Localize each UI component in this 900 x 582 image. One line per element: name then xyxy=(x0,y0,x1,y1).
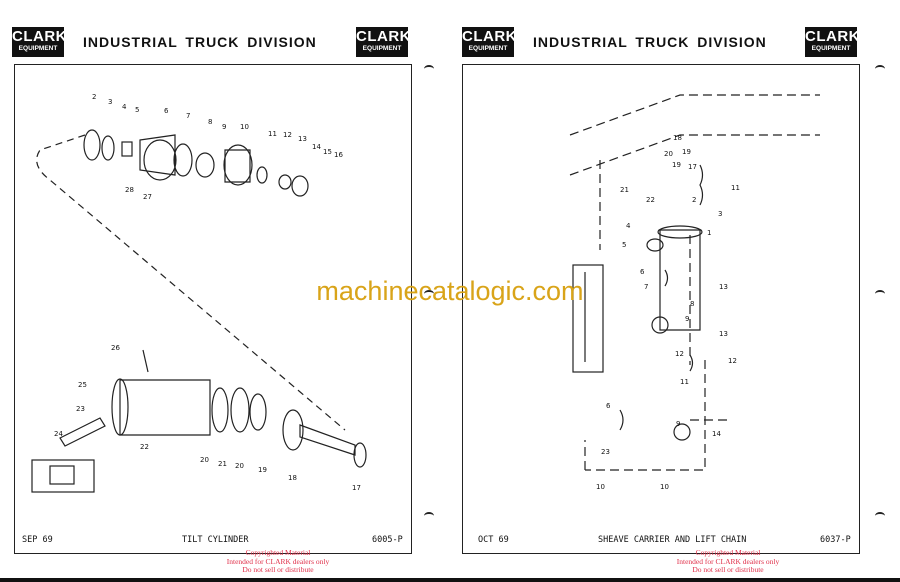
page-header-left: INDUSTRIAL TRUCK DIVISION xyxy=(83,34,317,50)
callout-number: 11 xyxy=(680,378,689,386)
logo-subtext: EQUIPMENT xyxy=(362,45,402,52)
callout-number: 3 xyxy=(108,98,113,106)
bottom-border xyxy=(0,578,900,582)
callout-number: 17 xyxy=(688,163,697,171)
callout-number: 8 xyxy=(690,300,695,308)
callout-number: 4 xyxy=(122,103,127,111)
callout-number: 18 xyxy=(288,474,297,482)
callout-number: 22 xyxy=(140,443,149,451)
logo-subtext: EQUIPMENT xyxy=(18,45,58,52)
callout-number: 2 xyxy=(692,196,697,204)
page-header-right: INDUSTRIAL TRUCK DIVISION xyxy=(533,34,767,50)
page-title-right: SHEAVE CARRIER AND LIFT CHAIN xyxy=(598,535,747,545)
callout-number: 23 xyxy=(76,405,85,413)
watermark: machinecatalogic.com xyxy=(316,276,584,306)
callout-number: 18 xyxy=(673,134,682,142)
logo-subtext: EQUIPMENT xyxy=(811,45,851,52)
copyright-line: Do not sell or distribute xyxy=(242,565,314,574)
callout-number: 2 xyxy=(92,93,97,101)
logo-text: CLARK xyxy=(805,28,857,45)
callout-number: 6 xyxy=(164,107,169,115)
copyright-line: Intended for CLARK dealers only xyxy=(226,556,330,566)
page-frame-left xyxy=(14,64,412,554)
callout-number: 20 xyxy=(200,456,209,464)
copyright-line: Do not sell or distribute xyxy=(692,565,764,574)
callout-number: 23 xyxy=(601,448,610,456)
callout-number: 1 xyxy=(707,229,712,237)
callout-number: 21 xyxy=(218,460,227,468)
copyright-notice-right: Copyrighted Material Intended for CLARK … xyxy=(638,548,818,575)
logo-text: CLARK xyxy=(462,28,514,45)
binder-hole xyxy=(424,512,434,520)
binder-hole xyxy=(875,512,885,520)
callout-number: 19 xyxy=(682,148,691,156)
callout-number: 24 xyxy=(54,430,63,438)
page-code-right: 6037-P xyxy=(820,535,851,545)
callout-number: 26 xyxy=(111,344,120,352)
callout-number: 5 xyxy=(135,106,140,114)
callout-number: 22 xyxy=(646,196,655,204)
page-date-left: SEP 69 xyxy=(22,535,53,545)
callout-number: 8 xyxy=(208,118,213,126)
binder-hole xyxy=(875,65,885,73)
callout-number: 20 xyxy=(235,462,244,470)
callout-number: 12 xyxy=(283,131,292,139)
copyright-line: Copyrighted Material xyxy=(695,548,761,557)
page-frame-right xyxy=(462,64,860,554)
callout-number: 14 xyxy=(312,143,321,151)
callout-number: 10 xyxy=(240,123,249,131)
copyright-line: Intended for CLARK dealers only xyxy=(676,556,780,566)
callout-number: 9 xyxy=(222,123,227,131)
callout-number: 7 xyxy=(644,283,649,291)
copyright-line: Copyrighted Material xyxy=(245,548,311,557)
callout-number: 9 xyxy=(685,315,690,323)
callout-number: 10 xyxy=(660,483,669,491)
callout-number: 19 xyxy=(258,466,267,474)
callout-number: 13 xyxy=(719,330,728,338)
callout-number: 13 xyxy=(719,283,728,291)
logo-text: CLARK xyxy=(356,28,408,45)
callout-number: 4 xyxy=(626,222,631,230)
callout-number: 10 xyxy=(596,483,605,491)
callout-number: 5 xyxy=(622,241,627,249)
callout-number: 6 xyxy=(606,402,611,410)
page-code-left: 6005-P xyxy=(372,535,403,545)
callout-number: 7 xyxy=(186,112,191,120)
callout-number: 14 xyxy=(712,430,721,438)
callout-number: 28 xyxy=(125,186,134,194)
callout-number: 12 xyxy=(728,357,737,365)
binder-hole xyxy=(424,290,434,298)
callout-number: 19 xyxy=(672,161,681,169)
callout-number: 20 xyxy=(664,150,673,158)
callout-number: 11 xyxy=(731,184,740,192)
binder-hole xyxy=(875,290,885,298)
logo-text: CLARK xyxy=(12,28,64,45)
callout-number: 21 xyxy=(620,186,629,194)
page-title-left: TILT CYLINDER xyxy=(182,535,249,545)
callout-number: 3 xyxy=(718,210,723,218)
logo-subtext: EQUIPMENT xyxy=(468,45,508,52)
callout-number: 12 xyxy=(675,350,684,358)
callout-number: 17 xyxy=(352,484,361,492)
callout-number: 25 xyxy=(78,381,87,389)
copyright-notice-left: Copyrighted Material Intended for CLARK … xyxy=(188,548,368,575)
callout-number: 6 xyxy=(640,268,645,276)
page-date-right: OCT 69 xyxy=(478,535,509,545)
callout-number: 27 xyxy=(143,193,152,201)
callout-number: 16 xyxy=(334,151,343,159)
binder-hole xyxy=(424,65,434,73)
callout-number: 13 xyxy=(298,135,307,143)
callout-number: 15 xyxy=(323,148,332,156)
callout-number: 11 xyxy=(268,130,277,138)
callout-number: 9 xyxy=(676,420,681,428)
